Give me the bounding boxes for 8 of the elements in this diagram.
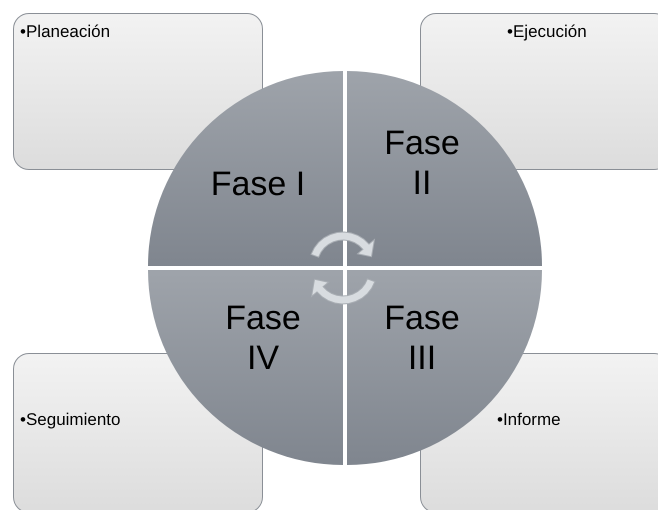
phase-label: Fase IV — [224, 298, 302, 378]
bullet-item: •Seguimiento — [20, 410, 120, 430]
bullet-item: •Ejecución — [507, 22, 587, 42]
bullet-item: •Planeación — [20, 22, 110, 42]
phase-label: Fase I — [210, 164, 306, 204]
bullet-item: •Informe — [497, 410, 561, 430]
phase-label: Fase III — [383, 298, 461, 378]
phase-label: Fase II — [383, 123, 461, 203]
